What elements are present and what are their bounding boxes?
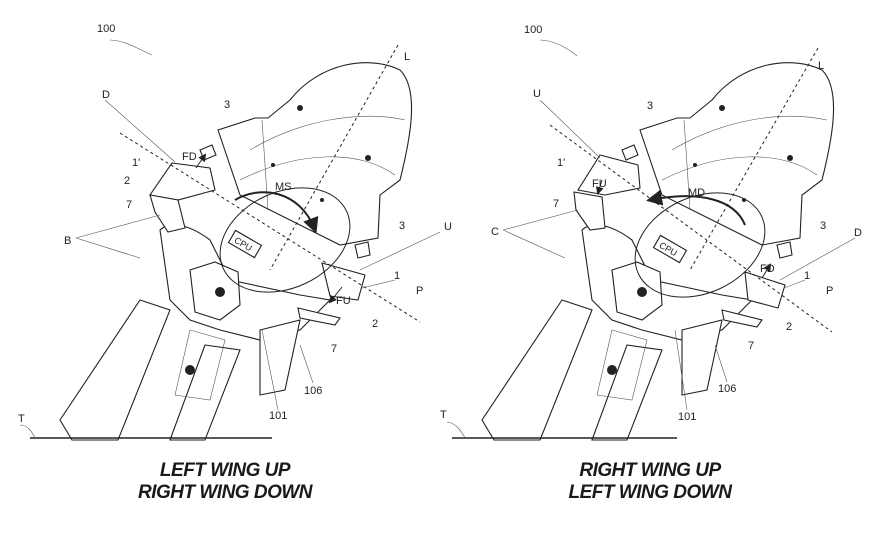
ref-2b-label: 2 — [372, 318, 378, 330]
force-FU-label: FU — [592, 178, 607, 190]
plane-P-line — [119, 132, 421, 323]
plane-P-line — [549, 124, 833, 333]
axis-L-label: L — [818, 60, 824, 72]
ref-106-label: 106 — [718, 383, 736, 395]
right-wing-1 — [321, 262, 366, 301]
ref-3-label: 3 — [647, 100, 653, 112]
moment-MD-label: MD — [688, 187, 705, 199]
caption-line-1: LEFT WING UP — [160, 460, 291, 481]
ref-1prime-label: 1' — [132, 157, 140, 169]
ref-101-label: 101 — [269, 410, 287, 422]
left-wing-flap-7 — [149, 194, 186, 233]
axis-L — [269, 44, 399, 271]
cpu-box — [227, 229, 263, 259]
ref-7b-label: 7 — [748, 340, 754, 352]
right-wing-flap-7 — [721, 309, 763, 328]
D-label: D — [854, 227, 862, 239]
motorcycle-drawing — [481, 62, 835, 441]
left-wing-flap-7 — [573, 191, 606, 231]
ref-2b-label: 2 — [786, 321, 792, 333]
ref-3b-label: 3 — [399, 220, 405, 232]
moment-arrow-icon — [646, 189, 746, 226]
ref-2-label: 2 — [124, 175, 130, 187]
ref-100-label: 100 — [524, 24, 542, 36]
figure-left-wing-up: CPU 100 L D 3 FD 1' 2 7 MS B 3 U 1 FU P … — [18, 23, 452, 503]
figure-right-wing-up: CPU 100 L U 3 1' FU 7 MD C 3 D FD 1 P 2 … — [440, 24, 862, 503]
ref-3-label: 3 — [224, 99, 230, 111]
ref-100-label: 100 — [97, 23, 115, 35]
steering-moment-circle — [634, 192, 766, 298]
steering-moment-circle — [219, 187, 351, 293]
moment-arrow-icon — [234, 191, 319, 234]
plane-P-label: P — [416, 285, 423, 297]
force-FD-label: FD — [182, 151, 197, 163]
ground-T-label: T — [440, 409, 447, 421]
caption-line-2: RIGHT WING DOWN — [138, 482, 314, 503]
ref-7b-label: 7 — [331, 343, 337, 355]
group-B-label: B — [64, 235, 71, 247]
left-wing-1prime — [577, 154, 641, 196]
ref-3b-label: 3 — [820, 220, 826, 232]
force-FD-label: FD — [760, 263, 775, 275]
axis-L-label: L — [404, 51, 410, 63]
axis-L — [689, 47, 819, 271]
group-C-label: C — [491, 226, 499, 238]
ref-101-label: 101 — [678, 411, 696, 423]
motorcycle-drawing — [59, 62, 413, 441]
ref-7-label: 7 — [553, 198, 559, 210]
plane-P-label: P — [826, 285, 833, 297]
ref-7-label: 7 — [126, 199, 132, 211]
ref-1-label: 1 — [804, 270, 810, 282]
right-wing-flap-7 — [297, 307, 341, 326]
U-label: U — [444, 221, 452, 233]
ref-1-label: 1 — [394, 270, 400, 282]
moment-MS-label: MS — [275, 181, 292, 193]
U-label: U — [533, 88, 541, 100]
left-wing-1prime — [149, 162, 216, 201]
ref-1prime-label: 1' — [557, 157, 565, 169]
right-wing-1 — [744, 271, 786, 309]
caption-line-1: RIGHT WING UP — [579, 460, 721, 481]
force-FU-label: FU — [336, 295, 351, 307]
cpu-box — [652, 234, 688, 264]
D-label: D — [102, 89, 110, 101]
ground-T-label: T — [18, 413, 25, 425]
ref-106-label: 106 — [304, 385, 322, 397]
caption-line-2: LEFT WING DOWN — [569, 482, 734, 503]
